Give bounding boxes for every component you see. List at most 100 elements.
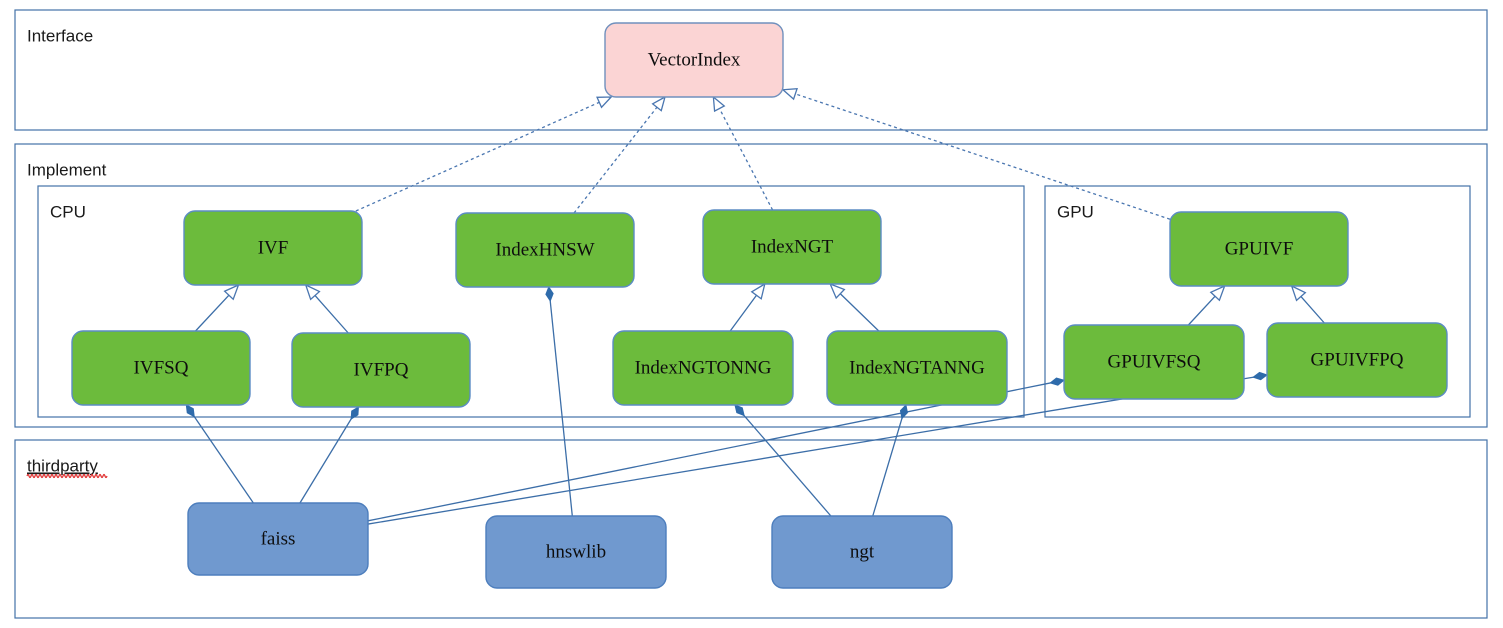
- node-box-ngt[interactable]: [771, 515, 953, 589]
- relationship-edges-layer: [185, 87, 1325, 525]
- edge-line: [299, 417, 353, 504]
- edge-line: [838, 292, 880, 332]
- edge-line: [742, 414, 832, 517]
- class-node-hnswlib[interactable]: hnswlib: [485, 515, 667, 589]
- node-box-ivfpq[interactable]: [291, 332, 471, 408]
- edge-line: [729, 293, 758, 332]
- class-node-gpuivfsq[interactable]: GPUIVFSQ: [1063, 324, 1245, 400]
- node-box-ivfsq[interactable]: [71, 330, 251, 406]
- node-box-gpuivf[interactable]: [1169, 211, 1349, 287]
- group-gpu: GPU: [1044, 185, 1471, 418]
- composition-diamond-icon: [899, 403, 908, 420]
- group-border-interface: [14, 9, 1488, 131]
- node-label-indexngtanng: IndexNGTANNG: [849, 357, 985, 378]
- edge-indexngtanng-to-indexngt: [829, 282, 880, 332]
- edge-ivfpq-to-ivf: [304, 283, 349, 334]
- composition-diamond-icon: [545, 285, 554, 303]
- edge-line: [355, 101, 601, 212]
- edge-indexngtonng-to-indexngt: [729, 282, 766, 332]
- class-node-ivf[interactable]: IVF: [183, 210, 363, 286]
- class-node-indexhnsw[interactable]: IndexHNSW: [455, 212, 635, 288]
- node-box-indexngtanng[interactable]: [826, 330, 1008, 406]
- edge-line: [367, 376, 1255, 525]
- node-box-vectorindex[interactable]: [604, 22, 784, 98]
- node-box-indexngtonng[interactable]: [612, 330, 794, 406]
- node-label-ivfpq: IVFPQ: [354, 359, 409, 380]
- group-border-implement: [14, 143, 1488, 428]
- composition-diamond-icon: [185, 404, 195, 418]
- node-label-indexngtonng: IndexNGTONNG: [635, 357, 772, 378]
- edge-faiss-to-gpuivfsq: [367, 377, 1066, 522]
- edge-ngt-to-indexngtanng: [872, 403, 908, 517]
- class-node-ivfsq[interactable]: IVFSQ: [71, 330, 251, 406]
- node-box-ivf[interactable]: [183, 210, 363, 286]
- class-node-gpuivf[interactable]: GPUIVF: [1169, 211, 1349, 287]
- edge-line: [872, 416, 903, 517]
- group-border-cpu: [37, 185, 1025, 418]
- edge-gpuivf-to-vectorindex: [781, 87, 1171, 220]
- node-label-ivfsq: IVFSQ: [134, 357, 189, 378]
- edge-faiss-to-ivfsq: [185, 404, 254, 504]
- node-box-gpuivfsq[interactable]: [1063, 324, 1245, 400]
- edge-line: [1299, 295, 1325, 324]
- edge-line: [1187, 294, 1217, 326]
- spellcheck-squiggle-thirdparty: [26, 473, 108, 479]
- class-node-gpuivfpq[interactable]: GPUIVFPQ: [1266, 322, 1448, 398]
- edge-line: [192, 415, 254, 504]
- group-label-interface: Interface: [27, 26, 93, 45]
- edge-line: [718, 107, 774, 211]
- node-box-indexngt[interactable]: [702, 209, 882, 285]
- class-node-ivfpq[interactable]: IVFPQ: [291, 332, 471, 408]
- edge-line: [367, 382, 1052, 522]
- class-node-indexngtanng[interactable]: IndexNGTANNG: [826, 330, 1008, 406]
- generalization-arrowhead-icon: [829, 282, 846, 300]
- edge-line: [195, 293, 231, 332]
- edge-faiss-to-gpuivfpq: [367, 371, 1269, 525]
- group-cpu: CPU: [37, 185, 1025, 418]
- group-label-gpu: GPU: [1057, 202, 1094, 221]
- edge-line: [793, 92, 1171, 220]
- generalization-arrowhead-icon: [304, 283, 321, 301]
- group-border-thirdparty: [14, 439, 1488, 619]
- generalization-arrowhead-icon: [1209, 284, 1226, 302]
- node-label-gpuivfsq: GPUIVFSQ: [1108, 351, 1201, 372]
- class-node-vectorindex[interactable]: VectorIndex: [604, 22, 784, 98]
- class-node-ngt[interactable]: ngt: [771, 515, 953, 589]
- edge-ngt-to-indexngtonng: [734, 404, 832, 517]
- node-label-gpuivf: GPUIVF: [1225, 238, 1294, 259]
- class-node-indexngt[interactable]: IndexNGT: [702, 209, 882, 285]
- node-label-indexngt: IndexNGT: [751, 236, 834, 257]
- realization-arrowhead-icon: [651, 95, 667, 112]
- node-label-vectorindex: VectorIndex: [648, 49, 741, 70]
- edge-line: [573, 105, 659, 214]
- composition-diamond-icon: [1049, 377, 1066, 386]
- realization-arrowhead-icon: [781, 87, 798, 101]
- edge-gpuivfsq-to-gpuivf: [1187, 284, 1226, 326]
- node-box-hnswlib[interactable]: [485, 515, 667, 589]
- group-thirdparty: thirdparty: [14, 439, 1488, 619]
- edge-hnswlib-to-indexhnsw: [545, 285, 573, 517]
- node-label-ivf: IVF: [258, 237, 289, 258]
- node-label-gpuivfpq: GPUIVFPQ: [1311, 349, 1404, 370]
- node-box-gpuivfpq[interactable]: [1266, 322, 1448, 398]
- group-label-thirdparty: thirdparty: [27, 456, 98, 475]
- class-node-indexngtonng[interactable]: IndexNGTONNG: [612, 330, 794, 406]
- edge-gpuivfpq-to-gpuivf: [1290, 284, 1325, 324]
- generalization-arrowhead-icon: [223, 283, 240, 301]
- node-box-indexhnsw[interactable]: [455, 212, 635, 288]
- composition-diamond-icon: [1252, 371, 1269, 381]
- node-box-faiss[interactable]: [187, 502, 369, 576]
- edge-indexngt-to-vectorindex: [712, 95, 774, 211]
- class-node-faiss[interactable]: faiss: [187, 502, 369, 576]
- composition-diamond-icon: [350, 406, 360, 420]
- group-interface: Interface: [14, 9, 1488, 131]
- edge-line: [313, 294, 349, 334]
- node-label-hnswlib: hnswlib: [546, 541, 606, 562]
- composition-diamond-icon: [734, 404, 745, 417]
- realization-arrowhead-icon: [596, 96, 613, 109]
- group-implement: Implement: [14, 143, 1488, 428]
